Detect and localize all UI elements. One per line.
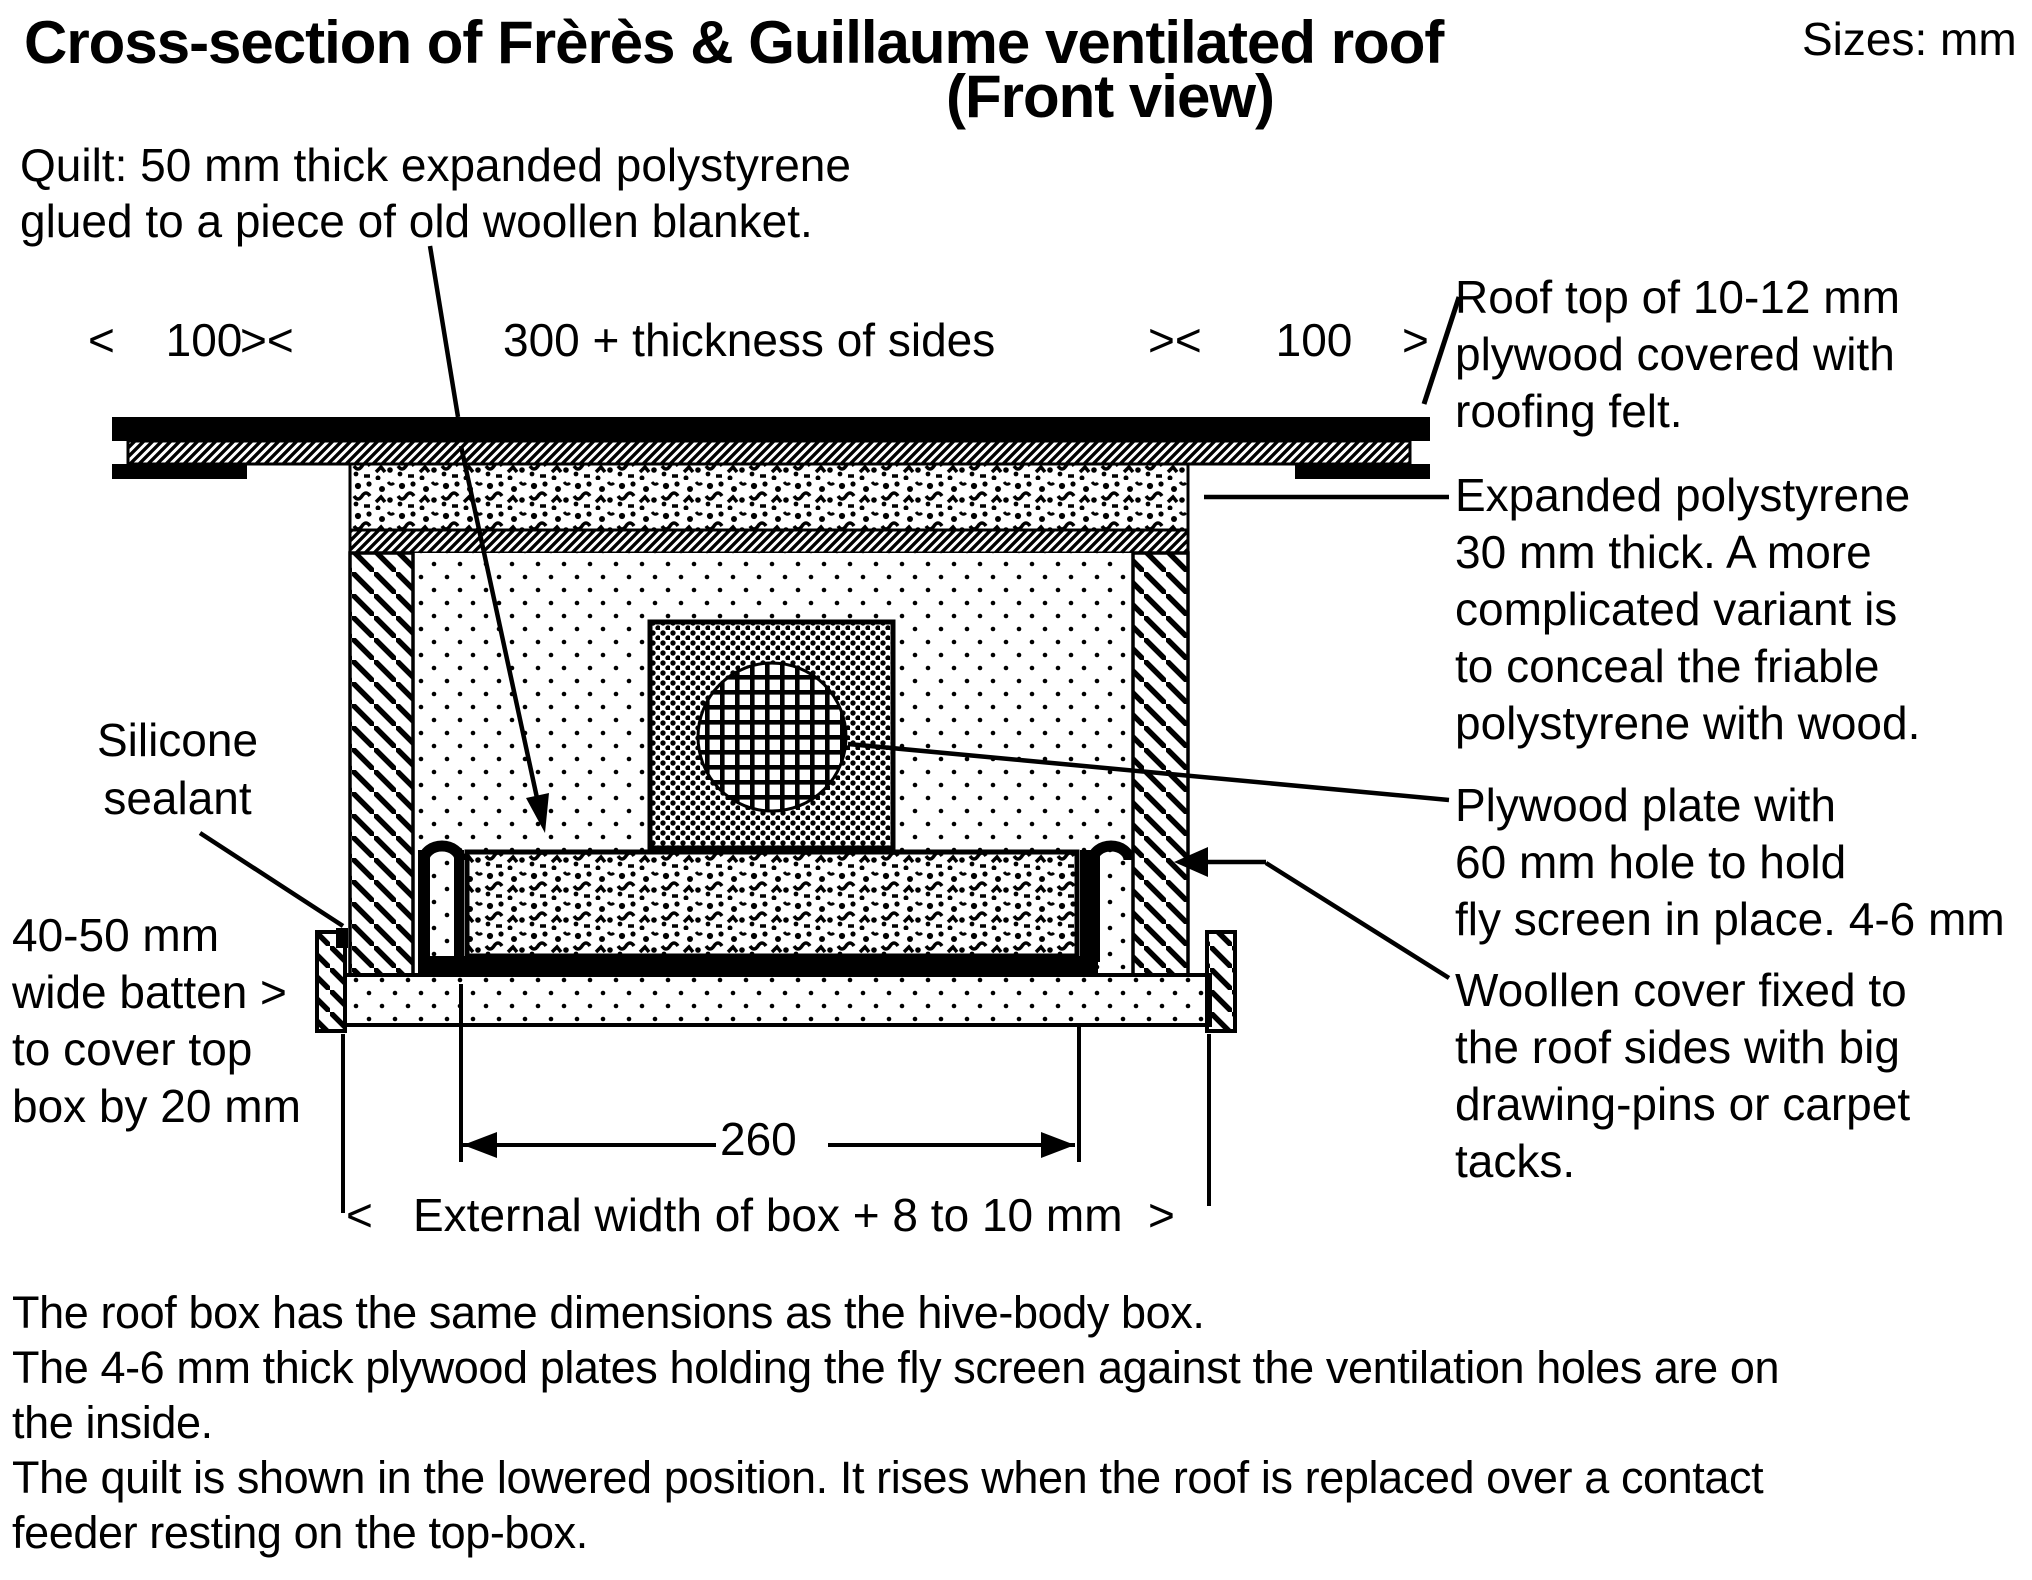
batten-left xyxy=(315,930,347,1033)
quilt-note-line2: glued to a piece of old woollen blanket. xyxy=(20,195,813,247)
page-title: Cross-section of Frèrès & Guillaume vent… xyxy=(24,9,1444,76)
silicone-leader xyxy=(198,831,345,928)
felt-wrap-left xyxy=(112,464,247,479)
page-subtitle: (Front view) xyxy=(946,63,1275,130)
roofing-felt-bar xyxy=(112,417,1430,441)
units-note: Sizes: mm xyxy=(1802,13,2017,65)
dim-260-arrow-right xyxy=(1041,1132,1075,1158)
rooftop-label-line2: plywood covered with xyxy=(1455,328,1895,380)
silicone-label-line2: sealant xyxy=(103,772,252,824)
batten-right xyxy=(1205,930,1237,1033)
dim-left-open: < xyxy=(88,314,115,366)
polystyrene-label-line4: to conceal the friable xyxy=(1455,640,1880,692)
dim-left-overhang: 100 xyxy=(165,314,243,366)
note-line4: The quilt is shown in the lowered positi… xyxy=(12,1452,1764,1503)
dim-left-close: >< xyxy=(240,314,294,366)
dim-right-overhang: 100 xyxy=(1275,314,1353,366)
woollen-label-line1: Woollen cover fixed to xyxy=(1455,964,1907,1016)
rooftop-label-line3: roofing felt. xyxy=(1455,385,1683,437)
quilt-note-line1: Quilt: 50 mm thick expanded polystyrene xyxy=(20,139,851,191)
dim-260-arrow-left xyxy=(463,1132,497,1158)
plate-label-line1: Plywood plate with xyxy=(1455,779,1836,831)
blanket-bottom xyxy=(418,956,1098,976)
polystyrene-label-line1: Expanded polystyrene xyxy=(1455,469,1911,521)
note-line1: The roof box has the same dimensions as … xyxy=(12,1287,1205,1338)
roof-side-left xyxy=(348,551,415,979)
blanket-hook-left xyxy=(418,840,466,861)
dim-external-close: > xyxy=(1148,1189,1175,1241)
note-line2: The 4-6 mm thick plywood plates holding … xyxy=(12,1342,1780,1393)
roof-plywood-strip xyxy=(126,439,1412,466)
dim-right-close: > xyxy=(1402,314,1429,366)
quilt-leader-lower xyxy=(458,445,540,799)
batten-label-line3: to cover top xyxy=(12,1023,253,1075)
plate-label-line3: fly screen in place. 4-6 mm xyxy=(1455,893,2005,945)
dim-external-label: External width of box + 8 to 10 mm xyxy=(413,1189,1123,1241)
fly-screen-circle xyxy=(696,661,848,813)
polystyrene-label-line2: 30 mm thick. A more xyxy=(1455,526,1872,578)
dim-external-open: < xyxy=(346,1189,373,1241)
batten-label-line1: 40-50 mm xyxy=(12,909,220,961)
note-line5: feeder resting on the top-box. xyxy=(12,1507,588,1558)
polystyrene-label-line5: polystyrene with wood. xyxy=(1455,697,1921,749)
roof-side-right xyxy=(1131,551,1190,979)
silicone-blob xyxy=(336,928,348,948)
plate-label-line2: 60 mm hole to hold xyxy=(1455,836,1847,888)
felt-wrap-right xyxy=(1295,464,1430,479)
silicone-label-line1: Silicone xyxy=(96,714,259,766)
woollen-leader-diag xyxy=(1264,861,1451,980)
woollen-arrowhead xyxy=(1174,847,1208,877)
quilt-arrowhead xyxy=(526,793,549,833)
batten-label-line2: wide batten > xyxy=(12,966,287,1018)
woollen-label-line2: the roof sides with big xyxy=(1455,1021,1900,1073)
dim-quilt-width: 260 xyxy=(720,1113,797,1165)
plate-leader xyxy=(847,741,1450,803)
blanket-hook-right xyxy=(1087,840,1135,861)
quilt-plate-strip-right xyxy=(1098,852,1122,958)
note-line3: the inside. xyxy=(12,1397,213,1448)
quilt-plate-strip-left xyxy=(430,852,454,958)
top-box-strip xyxy=(343,973,1212,1027)
polystyrene-label-line3: complicated variant is xyxy=(1455,583,1898,635)
rooftop-label-line1: Roof top of 10-12 mm xyxy=(1455,271,1900,323)
quilt-polystyrene xyxy=(464,849,1080,959)
rooftop-leader xyxy=(1421,296,1462,405)
blanket-left xyxy=(418,850,430,962)
woollen-label-line4: tacks. xyxy=(1455,1135,1576,1187)
lower-plywood-strip xyxy=(348,528,1190,555)
dim-middle: 300 + thickness of sides xyxy=(503,314,996,366)
quilt-leader-upper xyxy=(427,245,461,418)
woollen-label-line3: drawing-pins or carpet xyxy=(1455,1078,1911,1130)
blanket-right xyxy=(1088,850,1100,962)
batten-label-line4: box by 20 mm xyxy=(12,1080,301,1132)
dim-right-open: >< xyxy=(1148,314,1202,366)
